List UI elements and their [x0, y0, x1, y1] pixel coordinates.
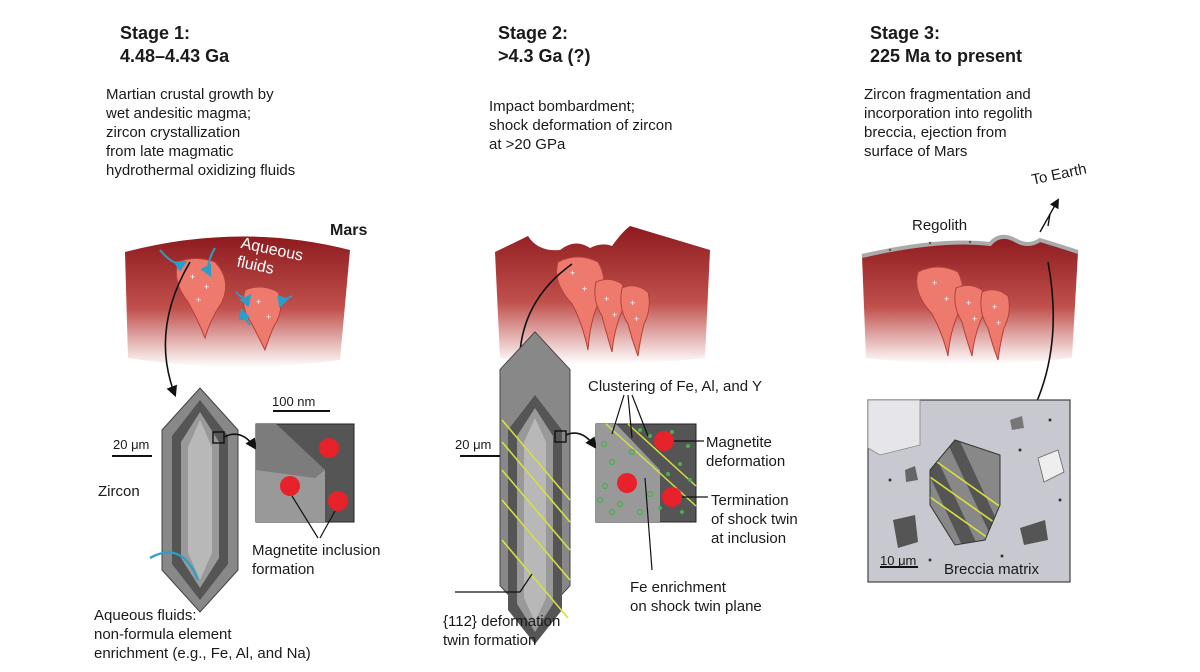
- magnetite-inclusion: [328, 491, 348, 511]
- svg-text:+: +: [196, 295, 201, 305]
- stage2-crystal-to-inset-arrow: [565, 432, 597, 449]
- stage3-title: Stage 3: 225 Ma to present: [870, 23, 1023, 66]
- stage1-scale-20um-label: 20 μm: [113, 437, 150, 452]
- stage1-zircon-crystal: [161, 387, 239, 613]
- stage3-zircon-fragment: [930, 440, 1000, 545]
- mars-label: Mars: [330, 222, 368, 239]
- magnetite-inclusion: [662, 487, 682, 507]
- svg-text:+: +: [992, 302, 997, 312]
- magnetite-deformation-label: Magnetite deformation: [706, 434, 786, 470]
- svg-text:+: +: [190, 272, 195, 282]
- aqueous-fluids-note: Aqueous fluids: non-formula element enri…: [94, 607, 311, 662]
- svg-text:+: +: [612, 310, 617, 320]
- magnetite-inclusion: [280, 476, 300, 496]
- stage3-breccia-panel: [867, 399, 1071, 583]
- breccia-matrix-label: Breccia matrix: [944, 561, 1040, 578]
- regolith-label: Regolith: [912, 217, 968, 234]
- stage2-pointers: [455, 394, 708, 593]
- stage1-inset: [255, 423, 355, 523]
- stage2-scale-20um-label: 20 μm: [455, 437, 492, 452]
- stage1-fluid-arrows: [159, 247, 293, 326]
- stage2-zircon-crystal: [499, 331, 571, 644]
- svg-text:+: +: [634, 314, 639, 324]
- svg-text:+: +: [996, 318, 1001, 328]
- stage1-fluid-inflow-arrow: [149, 551, 200, 581]
- fe-enrichment-label: Fe enrichment on shock twin plane: [630, 579, 762, 615]
- stage1-crystal-to-inset-arrow: [223, 433, 257, 450]
- stage1-magnetite-pointer: [291, 495, 336, 539]
- stage2-inset: [595, 423, 697, 523]
- stage1-description: Martian crustal growth by wet andesitic …: [106, 86, 296, 179]
- svg-text:+: +: [972, 314, 977, 324]
- svg-text:+: +: [570, 268, 575, 278]
- twin-formation-label: {112} deformation twin formation: [443, 613, 561, 649]
- stage1-magma-to-crystal-arrow: [164, 261, 191, 398]
- stage1-magma-plumes: +++++: [175, 258, 282, 352]
- stage2-magma-plumes: ++++++: [556, 256, 650, 357]
- svg-text:+: +: [204, 282, 209, 292]
- stage3-magma-plumes: ++++++: [916, 266, 1010, 361]
- svg-text:+: +: [966, 298, 971, 308]
- stage3-description: Zircon fragmentation and incorporation i…: [864, 86, 1033, 160]
- clustering-label: Clustering of Fe, Al, and Y: [588, 378, 762, 395]
- magnetite-inclusion: [319, 438, 339, 458]
- svg-text:+: +: [604, 294, 609, 304]
- shock-twin-termination-label: Termination of shock twin at inclusion: [711, 492, 798, 547]
- magnetite-inclusion: [617, 473, 637, 493]
- stage2-title: Stage 2: >4.3 Ga (?): [498, 23, 591, 66]
- svg-text:+: +: [256, 297, 261, 307]
- svg-text:+: +: [944, 294, 949, 304]
- stage3-scale-10um-label: 10 μm: [880, 553, 917, 568]
- magnetite-inclusion: [654, 431, 674, 451]
- stage1-scale-100nm-label: 100 nm: [272, 394, 316, 409]
- svg-text:+: +: [630, 298, 635, 308]
- svg-text:+: +: [266, 312, 271, 322]
- stage2-description: Impact bombardment; shock deformation of…: [489, 98, 673, 153]
- stage3-ejection-arrows: [1039, 198, 1059, 233]
- zircon-label: Zircon: [98, 483, 140, 500]
- magnetite-inclusion-label: Magnetite inclusion formation: [252, 542, 381, 578]
- stage1-title: Stage 1: 4.48–4.43 Ga: [120, 23, 230, 66]
- svg-text:+: +: [582, 284, 587, 294]
- svg-text:+: +: [932, 278, 937, 288]
